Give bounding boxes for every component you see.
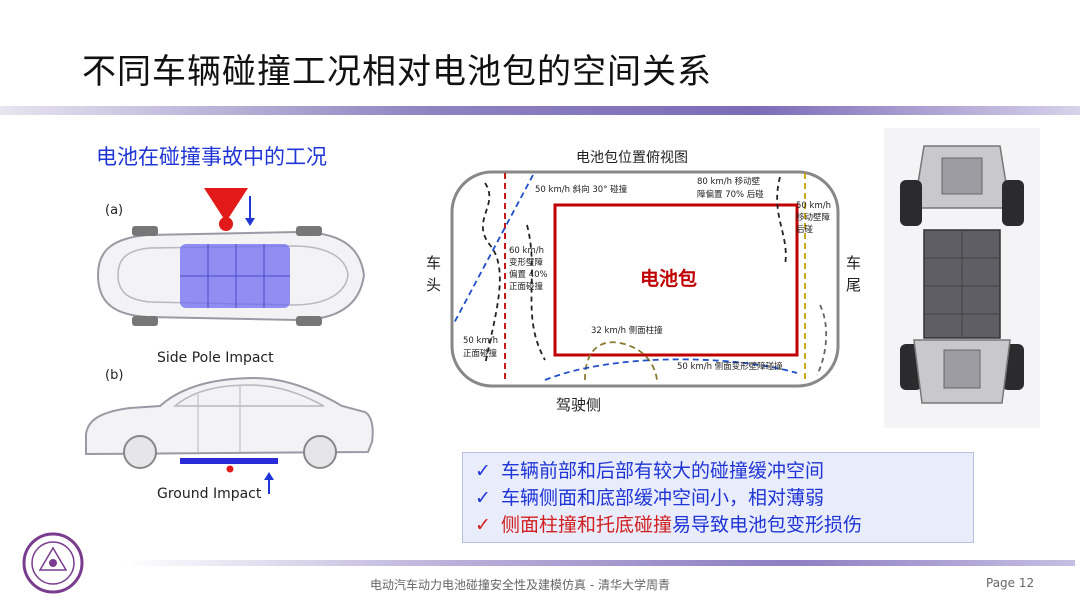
caption-side-pole: Side Pole Impact	[157, 350, 274, 366]
svg-text:正面碰撞: 正面碰撞	[509, 281, 544, 292]
conclusion-box: ✓车辆前部和后部有较大的碰撞缓冲空间 ✓车辆侧面和底部缓冲空间小，相对薄弱 ✓侧…	[462, 452, 974, 543]
footer-text: 电动汽车动力电池碰撞安全性及建模仿真 - 清华大学周青	[370, 578, 670, 592]
svg-text:32 km/h 侧面柱撞: 32 km/h 侧面柱撞	[591, 325, 663, 336]
section-subtitle: 电池在碰撞事故中的工况	[96, 145, 327, 169]
battery-pack-label: 电池包	[640, 268, 698, 290]
svg-text:变形壁障: 变形壁障	[509, 257, 544, 268]
svg-text:60 km/h: 60 km/h	[509, 246, 544, 256]
driver-side-label: 驾驶侧	[556, 396, 602, 414]
car-top-view-image	[96, 188, 366, 326]
rear-label: 车尾	[846, 254, 862, 294]
battery-pack-outline	[553, 203, 799, 357]
check-icon: ✓	[475, 487, 491, 509]
svg-text:移动壁障: 移动壁障	[796, 212, 831, 223]
check-icon: ✓	[475, 514, 491, 536]
footer-divider	[125, 560, 1075, 566]
conclusion-item: ✓车辆侧面和底部缓冲空间小，相对薄弱	[475, 485, 973, 512]
front-label: 车头	[426, 254, 442, 294]
diagram-title: 电池包位置俯视图	[576, 150, 688, 166]
svg-text:80 km/h 移动壁: 80 km/h 移动壁	[697, 176, 761, 187]
svg-text:50 km/h 侧面变形壁障碰撞: 50 km/h 侧面变形壁障碰撞	[677, 361, 783, 372]
conclusion-item: ✓侧面柱撞和托底碰撞易导致电池包变形损伤	[475, 512, 973, 539]
tsinghua-seal-icon	[22, 532, 84, 594]
title-divider	[0, 106, 1080, 115]
svg-text:50 km/h: 50 km/h	[463, 336, 498, 346]
arrow-icon	[264, 472, 274, 480]
svg-text:障偏置 70% 后碰: 障偏置 70% 后碰	[697, 189, 764, 200]
caption-ground-impact: Ground Impact	[157, 486, 262, 502]
chassis-image	[884, 128, 1040, 428]
svg-text:正面碰撞: 正面碰撞	[463, 348, 498, 359]
arrow-icon	[245, 218, 255, 226]
check-icon: ✓	[475, 460, 491, 482]
page-number: Page 12	[986, 576, 1035, 590]
figure-label-b: (b)	[105, 368, 124, 383]
conclusion-item: ✓车辆前部和后部有较大的碰撞缓冲空间	[475, 458, 973, 485]
battery-position-diagram: 50 km/h 斜向 30° 碰撞 80 km/h 移动壁 障偏置 70% 后碰…	[450, 170, 840, 388]
svg-text:偏置 40%: 偏置 40%	[509, 269, 548, 280]
figure-label-a: (a)	[105, 203, 124, 218]
svg-text:50 km/h 斜向 30° 碰撞: 50 km/h 斜向 30° 碰撞	[535, 184, 628, 195]
downward-triangle-icon	[204, 188, 248, 222]
car-side-view-image	[85, 376, 374, 494]
slide-title: 不同车辆碰撞工况相对电池包的空间关系	[82, 52, 712, 92]
svg-text:后碰: 后碰	[796, 224, 814, 235]
svg-text:50 km/h: 50 km/h	[796, 201, 831, 211]
